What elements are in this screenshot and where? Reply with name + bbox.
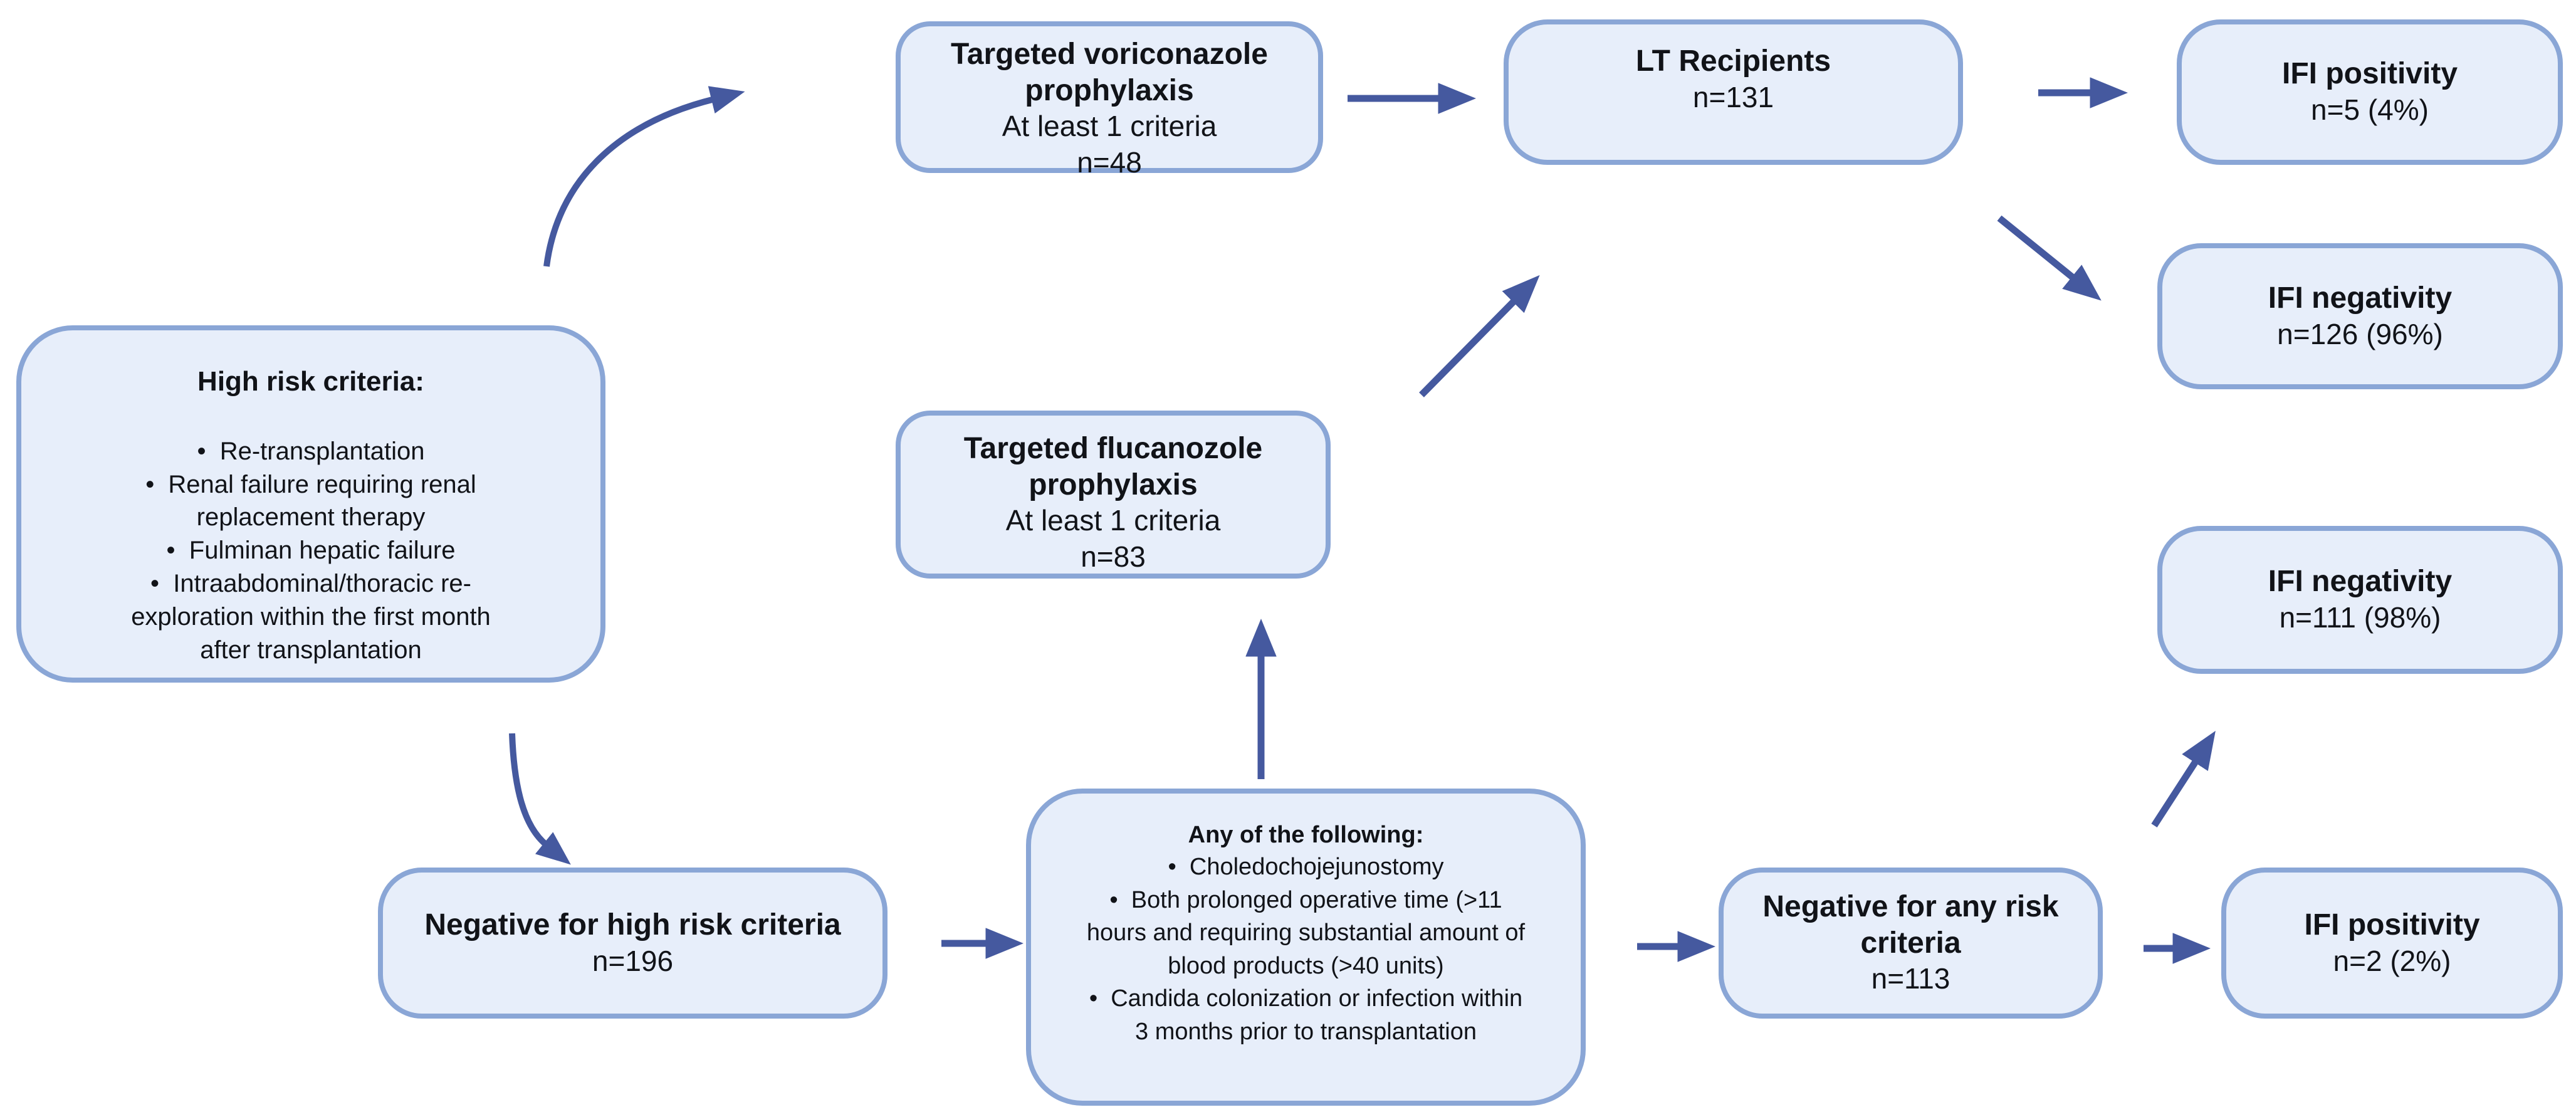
criteria-item: Fulminan hepatic failure <box>104 534 518 567</box>
node-title: Negative for high risk criteria <box>424 908 841 941</box>
criteria-list: Choledochojejunostomy Both prolonged ope… <box>1087 851 1526 1048</box>
criteria-item: Choledochojejunostomy <box>1087 851 1526 883</box>
node-count: n=111 (98%) <box>2279 601 2441 634</box>
node-count: n=83 <box>1081 540 1146 573</box>
criteria-item: Re-transplantation <box>104 435 518 468</box>
arrow-negative-any-risk-to-ifi-negativity <box>2151 730 2216 827</box>
node-count: n=196 <box>592 944 674 977</box>
node-count: n=2 (2%) <box>2333 944 2451 977</box>
criteria-list: Re-transplantation Renal failure requiri… <box>104 435 518 667</box>
node-title: IFI positivity <box>2281 57 2458 91</box>
node-title: IFI positivity <box>2304 908 2480 941</box>
node-ifi-positivity-voriconazole: IFI positivity n=5 (4%) <box>2177 19 2563 165</box>
node-title: LT Recipients <box>1635 45 1831 78</box>
node-count: n=131 <box>1692 80 1774 113</box>
node-ifi-positivity-flucanozole: IFI positivity n=2 (2%) <box>2221 868 2563 1019</box>
node-negative-high-risk: Negative for high risk criteria n=196 <box>378 868 887 1019</box>
node-targeted-voriconazole: Targeted voriconazole prophylaxis At lea… <box>896 21 1323 179</box>
arrow-high-risk-to-negative-high-risk <box>509 733 571 865</box>
node-heading: High risk criteria: <box>197 366 424 397</box>
node-targeted-flucanozole: Targeted flucanozole prophylaxis At leas… <box>896 411 1331 579</box>
node-any-of-the-following: Any of the following: Choledochojejunost… <box>1026 789 1586 1106</box>
node-title: Targeted flucanozole prophylaxis <box>963 432 1263 501</box>
arrow-high-risk-to-voriconazole <box>543 86 745 267</box>
node-count: n=126 (96%) <box>2277 317 2443 350</box>
node-title: Targeted voriconazole prophylaxis <box>951 38 1268 107</box>
arrow-lt-recipients-to-ifi-negativity <box>1997 215 2102 301</box>
node-count: n=113 <box>1871 962 1950 995</box>
criteria-item: Both prolonged operative time (>11 hours… <box>1087 884 1526 982</box>
node-title: IFI negativity <box>2268 281 2453 315</box>
criteria-item: Candida colonization or infection within… <box>1087 982 1526 1048</box>
node-negative-any-risk: Negative for any risk criteria n=113 <box>1719 868 2103 1019</box>
criteria-item: Renal failure requiring renal replacemen… <box>104 468 518 535</box>
node-ifi-negativity-voriconazole: IFI negativity n=126 (96%) <box>2157 243 2563 389</box>
node-lt-recipients: LT Recipients n=131 <box>1504 19 1963 165</box>
node-count: n=48 <box>1077 145 1142 179</box>
arrow-flucanozole-to-lt-recipients <box>1419 275 1540 397</box>
node-heading: Any of the following: <box>1188 822 1424 848</box>
node-high-risk-criteria: High risk criteria: Re-transplantation R… <box>16 325 605 683</box>
node-ifi-negativity-flucanozole: IFI negativity n=111 (98%) <box>2157 526 2563 674</box>
node-title: Negative for any risk criteria <box>1762 890 2059 960</box>
node-subtitle: At least 1 criteria <box>1005 504 1221 537</box>
node-title: IFI negativity <box>2268 565 2453 599</box>
criteria-item: Intraabdominal/thoracic re-exploration w… <box>104 567 518 666</box>
node-count: n=5 (4%) <box>2311 93 2429 127</box>
node-subtitle: At least 1 criteria <box>1002 110 1217 143</box>
